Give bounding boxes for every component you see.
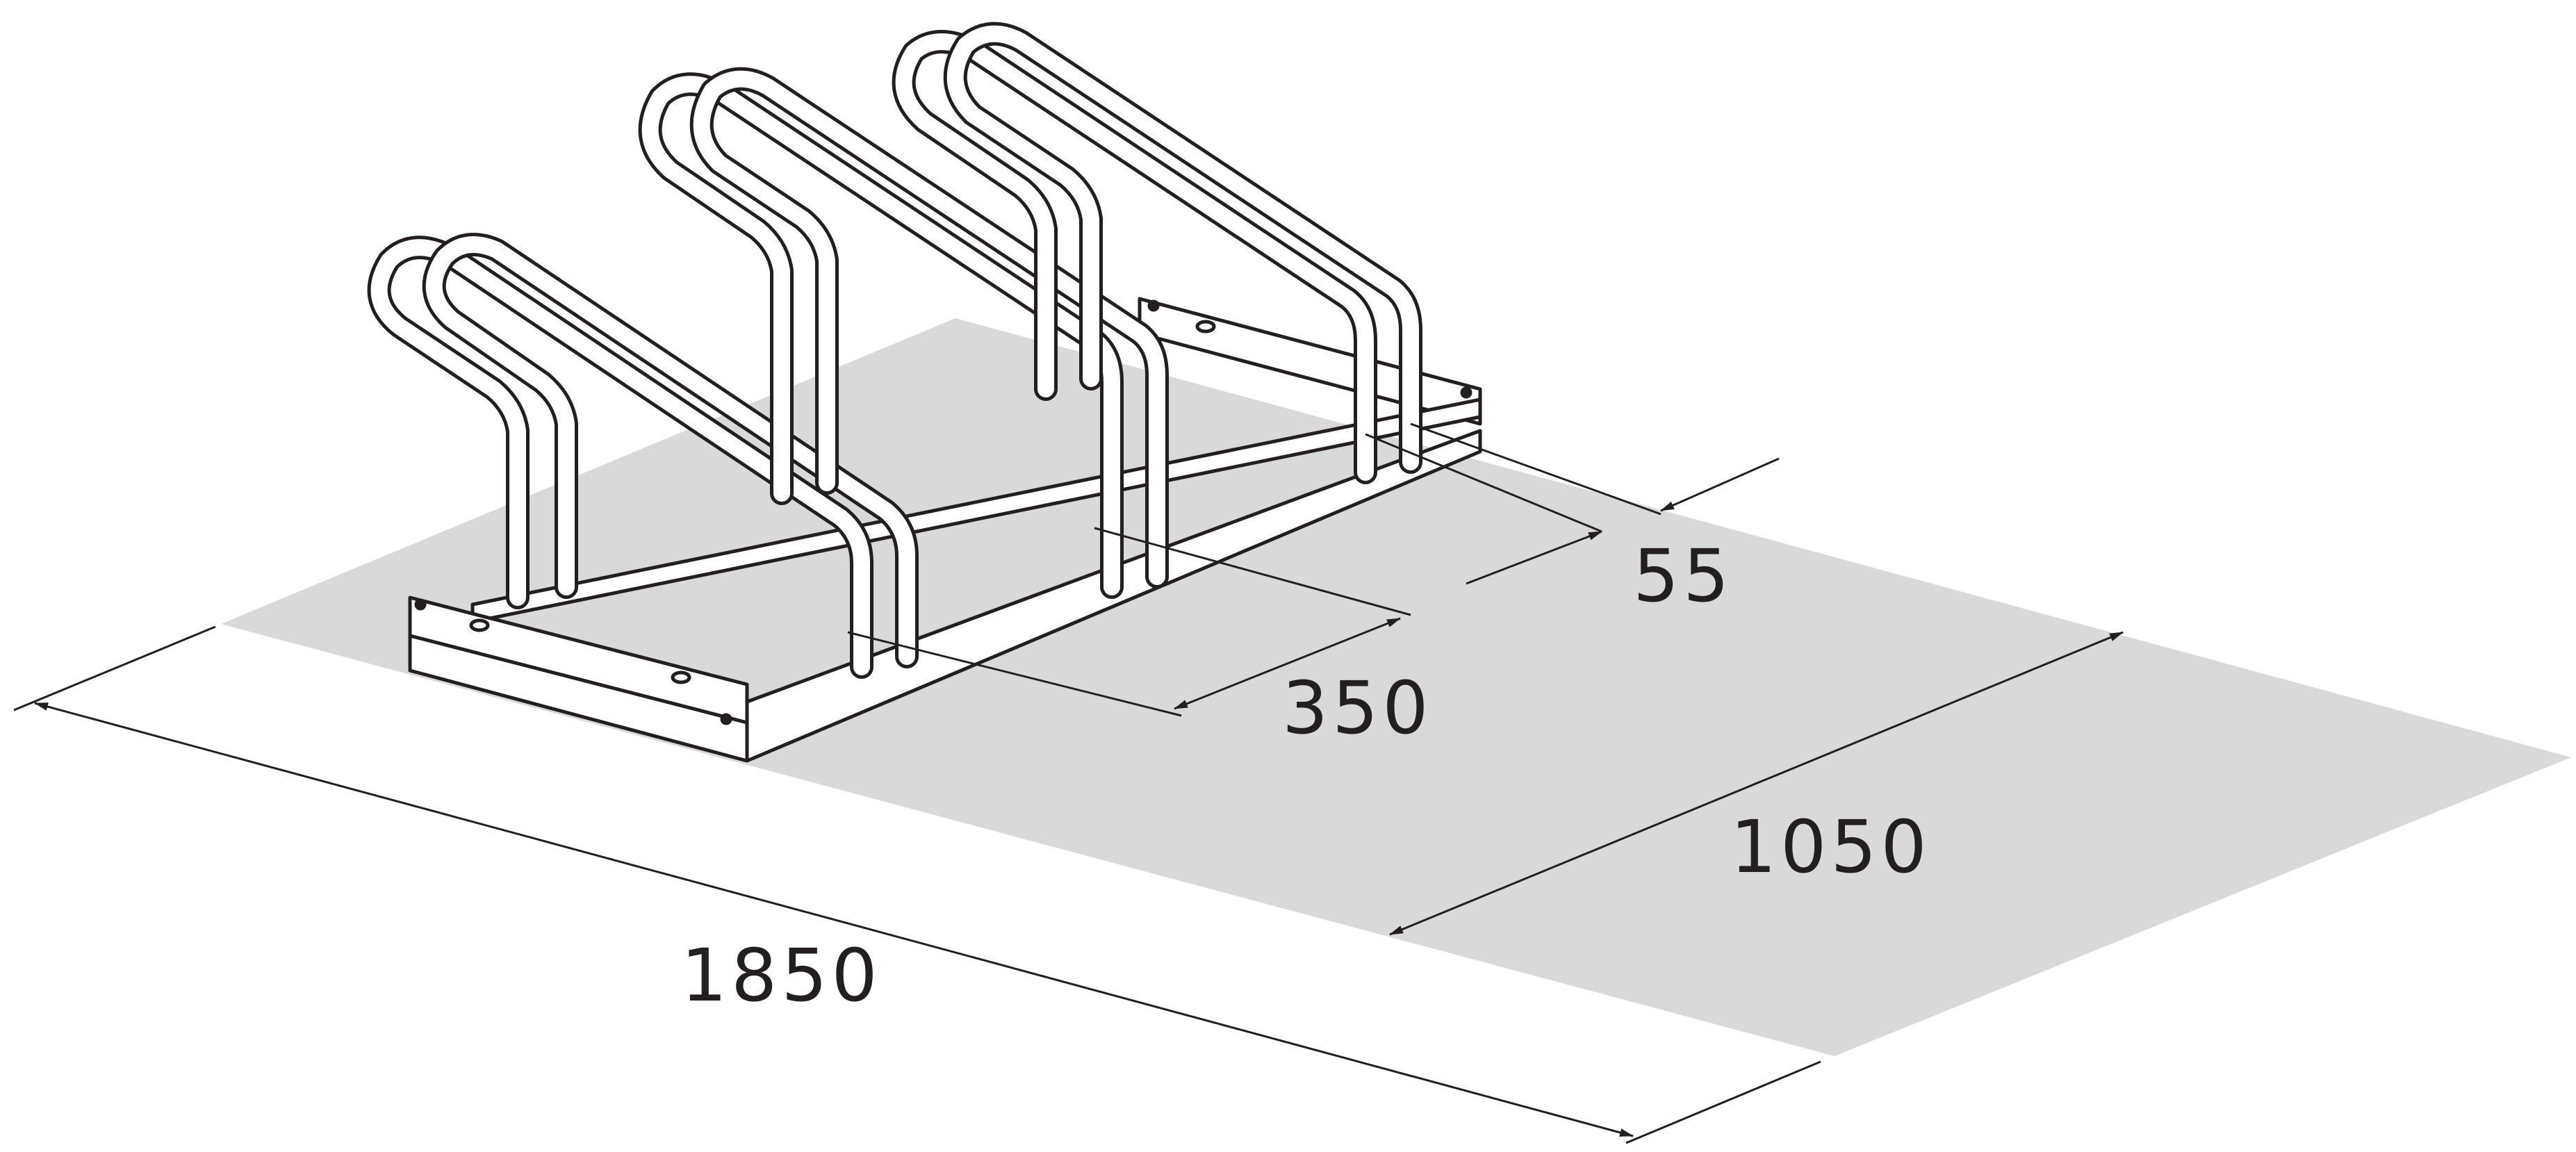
dimension-55 bbox=[1365, 422, 1780, 585]
rack-loop-3 bbox=[892, 22, 1422, 484]
dimension-350 bbox=[847, 527, 1411, 717]
dimension-1850 bbox=[13, 625, 1821, 1144]
label-350: 350 bbox=[1282, 666, 1433, 750]
label-1850: 1850 bbox=[681, 933, 882, 1018]
label-1050: 1050 bbox=[1730, 805, 1931, 889]
rack-loop-1 bbox=[367, 233, 919, 679]
label-55: 55 bbox=[1633, 534, 1733, 618]
